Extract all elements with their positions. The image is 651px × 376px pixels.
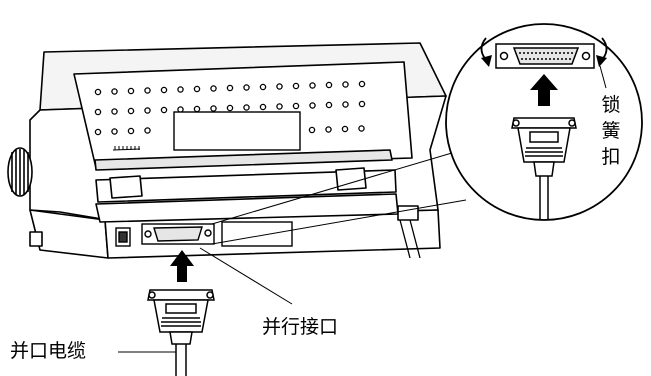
printer-label-plate xyxy=(173,111,301,151)
port-pin xyxy=(567,52,569,54)
vent-dot xyxy=(276,103,283,110)
vent-dot xyxy=(94,108,102,116)
spring-lock-char-1: 锁 xyxy=(601,94,621,116)
arrow-up-icon xyxy=(530,74,558,106)
port-pin xyxy=(561,58,563,60)
port-pin xyxy=(569,58,571,60)
vent-dot xyxy=(94,128,102,136)
vent-dot xyxy=(177,86,184,93)
arrow-up-icon xyxy=(170,250,194,282)
vent-dot xyxy=(144,107,151,114)
power-connector xyxy=(115,227,131,247)
port-pin xyxy=(547,52,549,54)
parallel-cable-label: 并口电缆 xyxy=(10,340,87,362)
vent-dot xyxy=(111,88,118,95)
parallel-cable-connector[interactable] xyxy=(147,289,215,345)
port-pin xyxy=(525,58,527,60)
vent-dot xyxy=(127,127,135,135)
port-pin xyxy=(535,52,537,54)
parallel-port-label: 并行接口 xyxy=(262,316,339,338)
vent-dot xyxy=(193,85,201,93)
vent-dot xyxy=(127,87,135,95)
spring-lock-char-3: 扣 xyxy=(601,146,621,168)
vent-dot xyxy=(342,101,349,108)
vent-dot xyxy=(226,104,234,112)
vent-dot xyxy=(243,84,250,91)
port-pin xyxy=(565,58,567,60)
vent-dot xyxy=(309,82,316,89)
paper-feed-slot xyxy=(94,149,393,171)
port-pins xyxy=(519,52,573,60)
port-pin xyxy=(529,58,531,60)
vent-dot xyxy=(259,103,267,111)
port-pin xyxy=(521,58,523,60)
vent-dot xyxy=(276,83,283,90)
parallel-port[interactable] xyxy=(141,223,215,245)
vent-dot xyxy=(144,127,151,134)
vent-dot xyxy=(160,86,168,94)
interface-bay xyxy=(221,221,293,247)
vent-dot xyxy=(341,125,349,133)
vent-dot xyxy=(358,125,365,132)
port-pin xyxy=(545,58,547,60)
vent-dot xyxy=(358,80,366,88)
vent-dot xyxy=(259,83,267,91)
port-leader-line xyxy=(199,247,293,305)
port-pin xyxy=(543,52,545,54)
vent-dot xyxy=(160,106,168,114)
port-pin xyxy=(549,58,551,60)
port-pin xyxy=(571,52,573,54)
port-pin xyxy=(553,58,555,60)
port-pin xyxy=(541,58,543,60)
paper-scale xyxy=(112,146,141,151)
port-pin xyxy=(519,52,521,54)
port-pin xyxy=(557,58,559,60)
spring-lock-char-2: 簧 xyxy=(601,120,621,142)
parallel-cable xyxy=(175,344,187,376)
magnified-cable-connector xyxy=(511,117,577,177)
vent-dot xyxy=(127,107,135,115)
vent-dot xyxy=(94,88,102,96)
vent-dot xyxy=(210,105,217,112)
magnified-parallel-port xyxy=(495,43,595,69)
port-pin xyxy=(559,52,561,54)
port-pin xyxy=(563,52,565,54)
vent-dot xyxy=(325,101,333,109)
vent-dot xyxy=(325,126,332,133)
vent-dot xyxy=(292,102,300,110)
vent-dot xyxy=(308,126,316,134)
vent-dot xyxy=(243,104,250,111)
spring-lock-label: 锁 簧 扣 xyxy=(600,96,622,174)
port-pin xyxy=(527,52,529,54)
vent-dot xyxy=(342,81,349,88)
vent-dot xyxy=(292,82,300,90)
vent-dot xyxy=(144,87,151,94)
vent-dot xyxy=(210,85,217,92)
vent-dot xyxy=(325,81,333,89)
port-pin xyxy=(533,58,535,60)
vent-dot xyxy=(226,84,234,92)
port-pin xyxy=(537,58,539,60)
vent-dot xyxy=(111,128,118,135)
tractor-rail xyxy=(95,169,397,203)
port-pin xyxy=(555,52,557,54)
port-pin xyxy=(523,52,525,54)
vent-dot xyxy=(309,102,316,109)
vent-dot xyxy=(358,100,366,108)
vent-dot xyxy=(111,108,118,115)
port-pin xyxy=(539,52,541,54)
port-pin xyxy=(551,52,553,54)
port-pin xyxy=(531,52,533,54)
